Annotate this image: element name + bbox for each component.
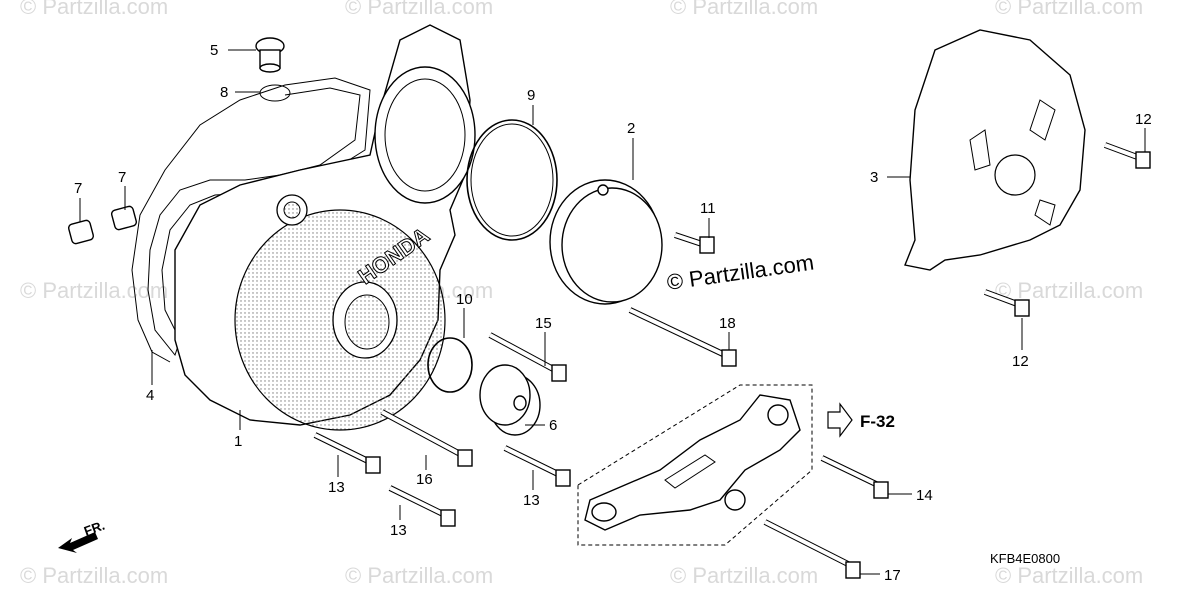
bracket-reference-box (577, 384, 813, 546)
callout-13: 13 (523, 492, 540, 509)
callout-13: 13 (328, 479, 345, 496)
watermark: © Partzilla.com (20, 563, 168, 588)
copyright-text: © Partzilla.com (665, 250, 815, 295)
o-ring (427, 337, 473, 393)
o-ring (259, 84, 291, 102)
callout-6: 6 (549, 417, 557, 434)
timing-hole-cap (479, 364, 541, 436)
arrow-left-icon (58, 532, 98, 553)
callout-8: 8 (220, 84, 228, 101)
callout-11: 11 (700, 200, 716, 217)
arrow-right-icon (827, 402, 853, 438)
watermark: © Partzilla.com (670, 0, 818, 19)
oil-filler-cap (255, 37, 285, 73)
watermark: © Partzilla.com (345, 0, 493, 19)
callout-10: 10 (456, 291, 473, 308)
callout-3: 3 (870, 169, 878, 186)
flange-bolt (763, 519, 861, 579)
diagram-code: KFB4E0800 (990, 551, 1060, 566)
callout-5: 5 (210, 42, 218, 59)
watermark: © Partzilla.com (345, 563, 493, 588)
flange-bolt (388, 485, 456, 527)
callout-12: 12 (1012, 353, 1029, 370)
callout-2: 2 (627, 120, 635, 137)
callout-18: 18 (719, 315, 736, 332)
flange-bolt (983, 289, 1030, 317)
watermark: © Partzilla.com (995, 278, 1143, 303)
callout-7: 7 (118, 169, 126, 186)
callout-4: 4 (146, 387, 154, 404)
left-crankcase-cover: HONDA (174, 24, 476, 431)
watermark: © Partzilla.com (20, 0, 168, 19)
dowel-pin (110, 205, 138, 231)
callout-9: 9 (527, 87, 535, 104)
flange-bolt (380, 409, 473, 467)
flange-bolt (674, 232, 715, 254)
flange-bolt (503, 445, 571, 487)
callout-13: 13 (390, 522, 407, 539)
sprocket-cover (904, 29, 1086, 271)
o-ring (466, 119, 558, 241)
callout-7: 7 (74, 180, 82, 197)
flange-bolt (628, 307, 737, 367)
watermark: © Partzilla.com (995, 0, 1143, 19)
flange-bolt (488, 332, 567, 382)
flange-bolt (313, 432, 381, 474)
watermark: © Partzilla.com (995, 563, 1143, 588)
reference-arrow: F-32 (827, 402, 895, 438)
callout-15: 15 (535, 315, 552, 332)
flange-bolt (820, 455, 889, 499)
flange-bolt (1103, 142, 1151, 169)
o-ring-inner (470, 123, 554, 237)
callout-14: 14 (916, 487, 933, 504)
watermark: © Partzilla.com (20, 278, 168, 303)
callout-17: 17 (884, 567, 901, 584)
callout-12: 12 (1135, 111, 1152, 128)
front-direction-indicator: FR. (58, 518, 107, 553)
watermark: © Partzilla.com (670, 563, 818, 588)
callout-labels: 5 8 7 7 4 1 9 2 11 3 12 12 10 15 18 6 16… (74, 42, 1152, 584)
cover-cap (549, 179, 663, 305)
gasket (131, 77, 371, 363)
callout-1: 1 (234, 433, 242, 450)
direction-label: FR. (82, 518, 107, 539)
reference-label: F-32 (860, 412, 895, 431)
dowel-pin (67, 219, 95, 245)
callout-16: 16 (416, 471, 433, 488)
leader-lines (79, 49, 1146, 575)
